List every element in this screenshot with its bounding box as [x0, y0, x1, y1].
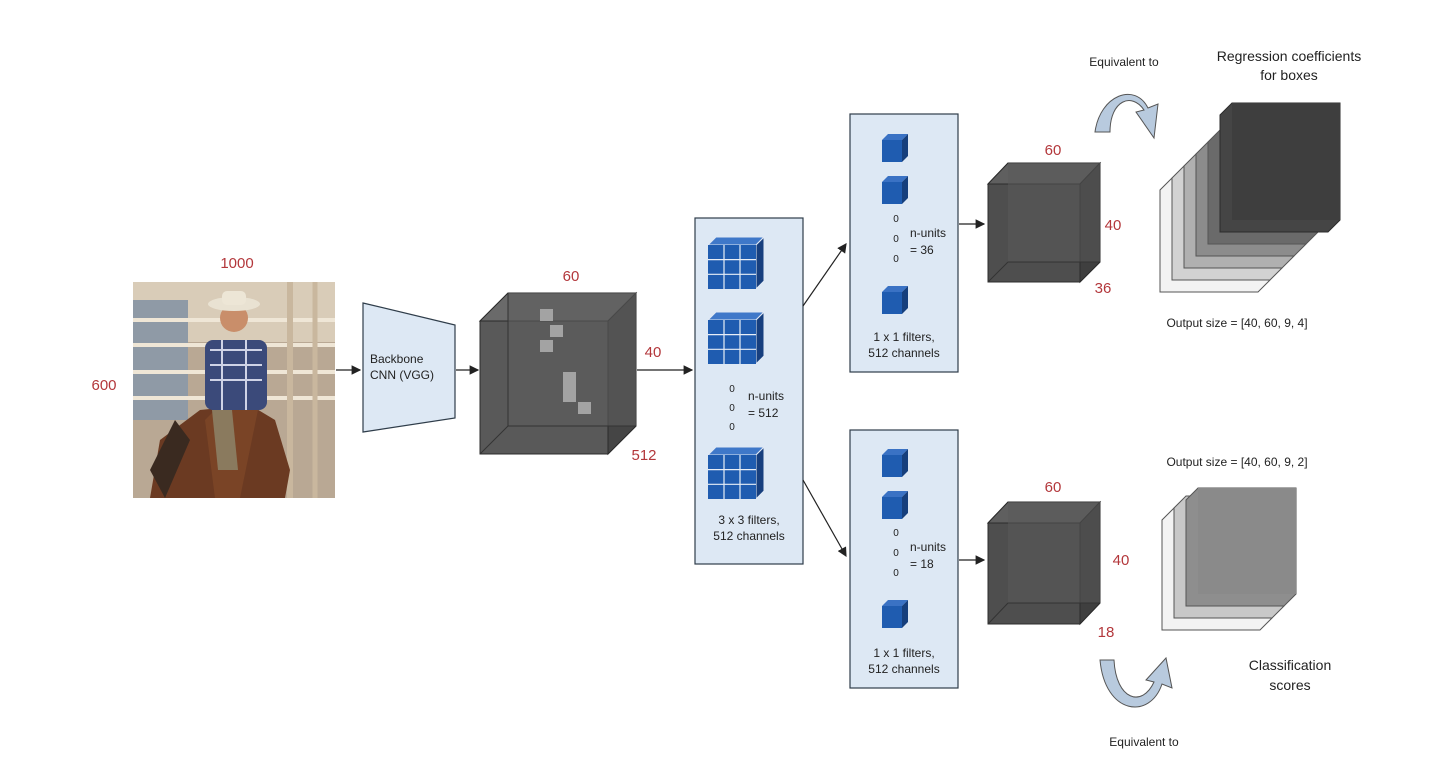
- regression-output-stack: [1159, 102, 1341, 293]
- classification-equivalent-arrow: [1099, 656, 1173, 708]
- classification-units-line2: = 18: [910, 557, 934, 571]
- conv3x3-units-line2: = 512: [748, 406, 779, 420]
- classification-dot-2: 0: [893, 548, 899, 559]
- regression-equivalent-label: Equivalent to: [1089, 55, 1159, 69]
- classification-output-cube: [986, 500, 1102, 626]
- backbone-label-line1: Backbone: [370, 352, 424, 366]
- classification-units-line1: n-units: [910, 540, 946, 554]
- regression-output-depth-label: 36: [1095, 280, 1112, 297]
- regression-title-line1: Regression coefficients: [1217, 48, 1361, 64]
- backbone-trapezoid: [362, 302, 456, 433]
- classification-filter-cube-1: [882, 449, 908, 477]
- featuremap-width-label: 60: [563, 268, 580, 285]
- regression-output-height-label: 40: [1105, 217, 1122, 234]
- regression-dot-2: 0: [893, 234, 899, 245]
- classification-caption-line2: 512 channels: [868, 662, 939, 676]
- classification-caption-line1: 1 x 1 filters,: [873, 646, 934, 660]
- classification-equivalent-label: Equivalent to: [1109, 735, 1179, 749]
- regression-title-line2: for boxes: [1260, 67, 1318, 83]
- classification-output-size: Output size = [40, 60, 9, 2]: [1166, 455, 1307, 469]
- conv3x3-dot-3: 0: [729, 422, 735, 433]
- input-width-label: 1000: [220, 255, 253, 272]
- arrow-to-classification-branch: [802, 479, 847, 558]
- classification-output-width-label: 60: [1045, 479, 1062, 496]
- classification-dot-3: 0: [893, 568, 899, 579]
- conv3x3-units-line1: n-units: [748, 389, 784, 403]
- conv3x3-filter-cube-2: [707, 311, 765, 365]
- backbone-label-line2: CNN (VGG): [370, 368, 434, 382]
- regression-output-width-label: 60: [1045, 142, 1062, 159]
- conv3x3-filter-cube-1: [707, 236, 765, 290]
- conv3x3-dot-1: 0: [729, 384, 735, 395]
- regression-caption-line1: 1 x 1 filters,: [873, 330, 934, 344]
- regression-dot-3: 0: [893, 254, 899, 265]
- feature-map-cube: [478, 291, 638, 456]
- regression-filter-cube-1: [882, 134, 908, 162]
- regression-output-cube: [986, 161, 1102, 284]
- classification-filter-cube-3: [882, 600, 908, 628]
- classification-output-height-label: 40: [1113, 552, 1130, 569]
- classification-output-depth-label: 18: [1098, 624, 1115, 641]
- featuremap-height-label: 40: [645, 344, 662, 361]
- regression-caption-line2: 512 channels: [868, 346, 939, 360]
- regression-equivalent-arrow: [1094, 93, 1159, 140]
- regression-filter-cube-2: [882, 176, 908, 204]
- input-image: [133, 282, 335, 498]
- classification-title-line1: Classification: [1249, 657, 1331, 673]
- arrow-to-regression-branch: [802, 243, 847, 307]
- regression-filter-cube-3: [882, 286, 908, 314]
- classification-filter-cube-2: [882, 491, 908, 519]
- conv3x3-caption-line2: 512 channels: [713, 529, 784, 543]
- conv3x3-caption-line1: 3 x 3 filters,: [718, 513, 779, 527]
- classification-output-stack: [1161, 487, 1297, 631]
- input-height-label: 600: [91, 377, 116, 394]
- regression-units-line2: = 36: [910, 243, 934, 257]
- classification-title-line2: scores: [1269, 677, 1310, 693]
- conv3x3-dot-2: 0: [729, 403, 735, 414]
- conv3x3-filter-cube-3: [707, 446, 765, 500]
- classification-dot-1: 0: [893, 528, 899, 539]
- regression-dot-1: 0: [893, 214, 899, 225]
- regression-units-line1: n-units: [910, 226, 946, 240]
- regression-output-size: Output size = [40, 60, 9, 4]: [1166, 316, 1307, 330]
- featuremap-depth-label: 512: [631, 447, 656, 464]
